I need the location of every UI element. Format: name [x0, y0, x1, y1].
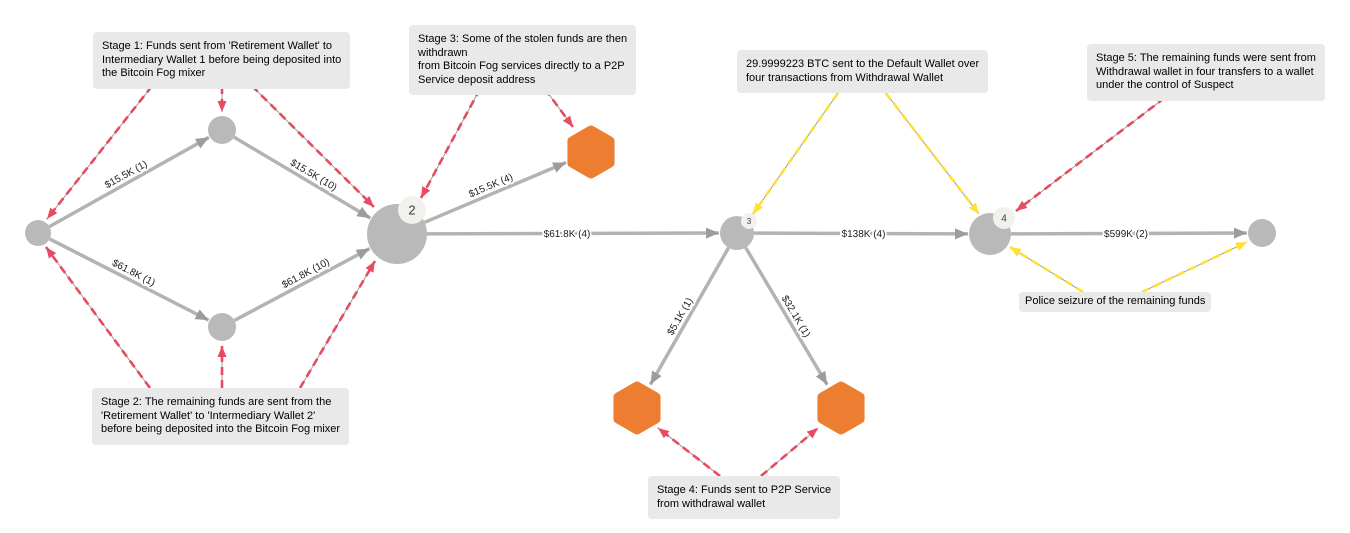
edge-withdrawal-wallet-to-default-wallet: [753, 228, 969, 240]
annotation-stage-1: Stage 1: Funds sent from 'Retirement Wal…: [93, 32, 351, 89]
edge-default-wallet-to-suspect-wallet: [1010, 227, 1248, 239]
annotation-police-seizure: Police seizure of the remaining funds: [1019, 292, 1212, 312]
node-p2p-service-deposit-1[interactable]: [567, 125, 615, 179]
edge-withdrawal-wallet-to-p2p-service-deposit-2: [648, 246, 731, 386]
annotation-arrow-stage-3: [543, 88, 575, 128]
node-badge-default-wallet: [993, 207, 1015, 229]
edge-bitcoin-fog-mixer-to-p2p-service-deposit-1: [423, 160, 567, 224]
node-p2p-service-deposit-2[interactable]: [613, 381, 661, 435]
edge-withdrawal-wallet-to-p2p-service-deposit-3: [744, 246, 829, 386]
annotation-arrow-btc-transfer: [876, 82, 981, 215]
annotation-arrow-layer: [44, 82, 1248, 478]
node-intermediary-wallet-2[interactable]: [208, 313, 236, 341]
annotation-arrow-police-seizure: [1009, 245, 1084, 294]
annotation-arrow-stage-4: [657, 426, 721, 478]
edge-bitcoin-fog-mixer-to-withdrawal-wallet: [426, 227, 720, 239]
annotation-arrow-stage-3: [419, 88, 482, 199]
node-suspect-wallet[interactable]: [1248, 219, 1276, 247]
node-layer: 2 3 4: [25, 116, 1276, 435]
annotation-arrow-btc-transfer: [751, 82, 847, 215]
annotation-btc-transfer: 29.9999223 BTC sent to the Default Walle…: [737, 50, 989, 93]
edge-intermediary-wallet-2-to-bitcoin-fog-mixer: [233, 247, 371, 322]
edge-retirement-wallet-to-intermediary-wallet-2: [48, 237, 210, 322]
edge-retirement-wallet-to-intermediary-wallet-1: [48, 135, 210, 229]
edge-amount-label: $61.8K (4): [544, 229, 591, 240]
node-badge-label: 3: [747, 217, 752, 226]
annotation-stage-4: Stage 4: Funds sent to P2P Service from …: [648, 476, 841, 519]
node-p2p-service-deposit-3[interactable]: [817, 381, 865, 435]
node-badge-bitcoin-fog-mixer: [398, 196, 426, 224]
annotation-arrow-stage-4: [760, 427, 819, 477]
node-badge-label: 4: [1001, 214, 1007, 225]
annotation-arrow-stage-2: [298, 260, 377, 389]
annotation-arrow-stage-1: [251, 85, 375, 208]
annotation-stage-3: Stage 3: Some of the stolen funds are th…: [409, 25, 637, 95]
annotation-stage-2: Stage 2: The remaining funds are sent fr…: [92, 388, 350, 445]
node-retirement-wallet[interactable]: [25, 220, 51, 246]
annotation-arrow-police-seizure: [1141, 240, 1248, 294]
annotation-arrow-stage-5: [1015, 88, 1176, 213]
node-badge-label: 2: [408, 203, 415, 218]
edge-amount-label: $138K (4): [842, 229, 886, 240]
edge-amount-label: $599K (2): [1104, 229, 1148, 240]
edge-intermediary-wallet-1-to-bitcoin-fog-mixer: [233, 135, 372, 220]
annotation-arrow-stage-2: [44, 246, 152, 389]
annotation-stage-5: Stage 5: The remaining funds were sent f…: [1087, 44, 1325, 101]
edge-layer: [48, 135, 1248, 386]
annotation-arrow-stage-1: [45, 85, 154, 220]
node-intermediary-wallet-1[interactable]: [208, 116, 236, 144]
node-badge-withdrawal-wallet: [741, 213, 757, 229]
